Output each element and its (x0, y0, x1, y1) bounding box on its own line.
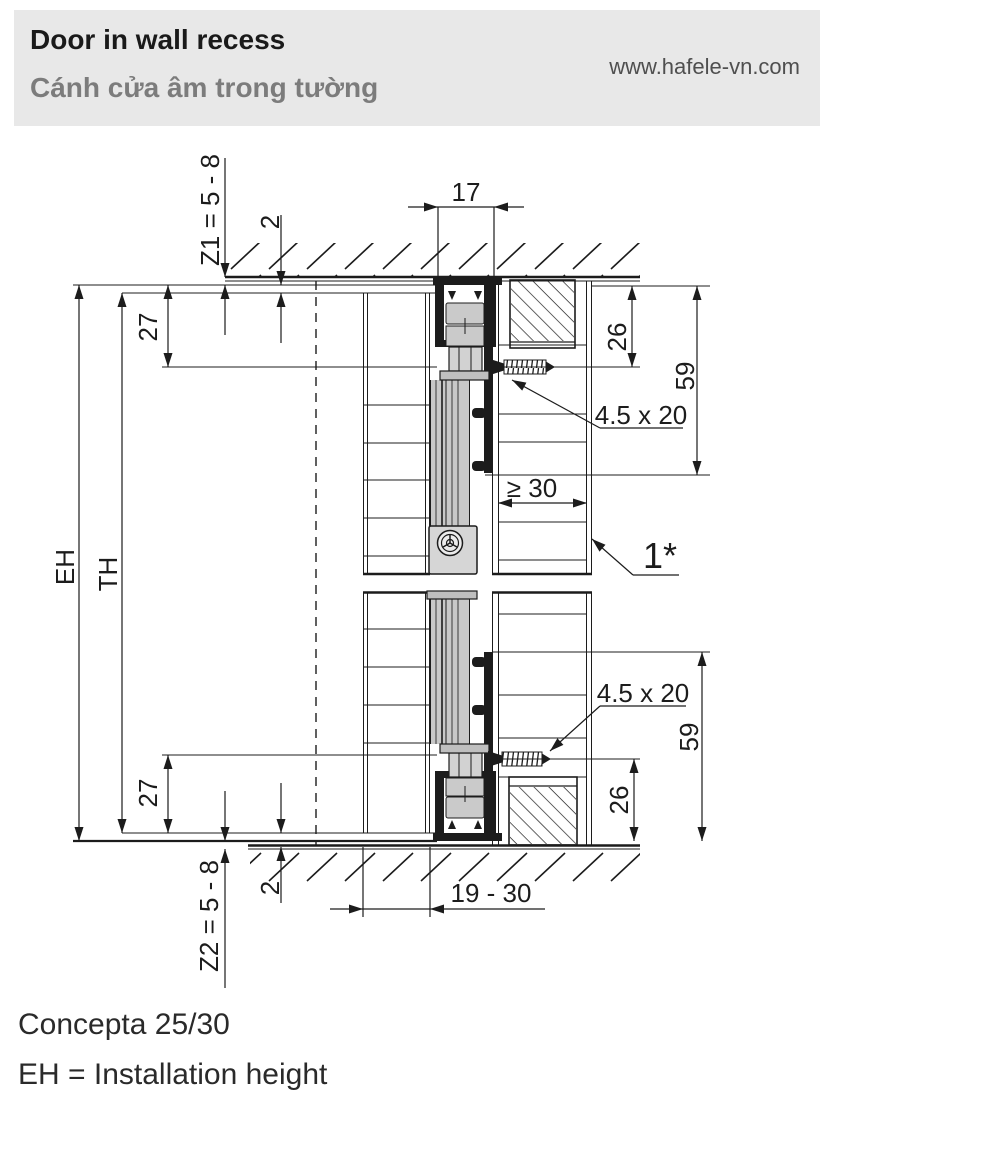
centre-connector-fitting (428, 525, 478, 575)
wood-block-lower (508, 776, 578, 846)
page-subtitle: Cánh cửa âm trong tường (30, 72, 379, 103)
label-top-profile: 59 (670, 362, 700, 391)
label-bottom-profile: 59 (674, 723, 704, 752)
door-leaf-section-lower (363, 591, 430, 833)
bottom-track-profile (433, 743, 502, 841)
label-bottom-screw-size: 4.5 x 20 (597, 678, 690, 708)
arrowheads (74, 202, 707, 914)
floor-hatch (248, 844, 640, 883)
page-title: Door in wall recess (30, 24, 286, 55)
label-bottom-gap: 2 (255, 881, 285, 895)
label-top-screw-size: 4.5 x 20 (595, 400, 688, 430)
reference-lines (73, 284, 710, 843)
label-z1-clearance: Z1 = 5 - 8 (195, 154, 225, 266)
label-installation-height: EH (50, 549, 80, 585)
website-link: www.hafele-vn.com (609, 54, 800, 79)
label-wall-min-thickness: ≥ 30 (507, 473, 557, 503)
label-bottom-block: 26 (604, 786, 634, 815)
top-track-profile (433, 277, 502, 381)
eh-legend: EH = Installation height (18, 1058, 328, 1091)
wood-block-upper (509, 279, 576, 349)
label-top-inset: 27 (133, 313, 163, 342)
header-band: Door in wall recess Cánh cửa âm trong tư… (14, 10, 820, 126)
door-frame-profile-lower (426, 590, 478, 744)
label-top-gap: 2 (255, 215, 285, 229)
label-door-height: TH (93, 557, 123, 592)
label-top-block: 26 (602, 323, 632, 352)
screw-lower (488, 751, 551, 767)
label-door-thickness: 19 - 30 (451, 878, 532, 908)
ceiling-hatch (225, 243, 640, 282)
label-note-ref: 1* (643, 535, 677, 576)
label-track-width: 17 (452, 177, 481, 207)
label-bottom-inset: 27 (133, 779, 163, 808)
door-leaf-section-upper (363, 293, 430, 576)
label-z2-clearance: Z2 = 5 - 8 (194, 860, 224, 972)
screw-upper (490, 359, 555, 375)
product-name: Concepta 25/30 (18, 1008, 230, 1041)
